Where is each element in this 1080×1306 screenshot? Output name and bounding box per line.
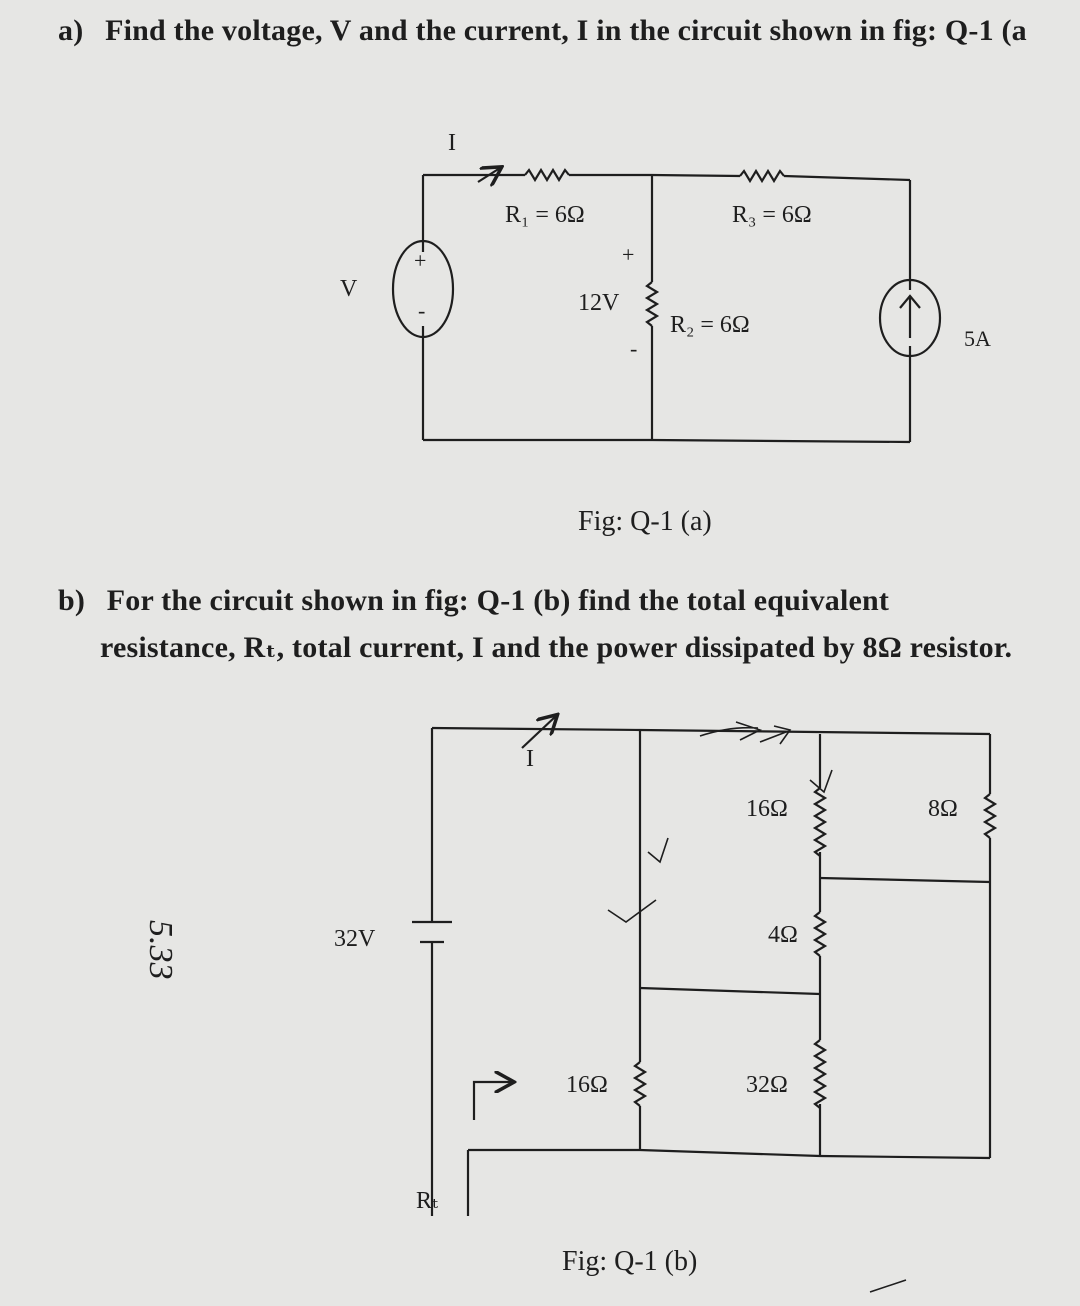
- current-source-label: 5A: [964, 326, 991, 351]
- circuit-a-top-wire-mid: [569, 173, 741, 178]
- circuit-b-bottom-wire: [468, 1148, 991, 1160]
- circuit-b: [412, 716, 998, 1293]
- r1-label: R₁ = 6Ω: [505, 202, 585, 228]
- r3-resistor: [739, 168, 785, 184]
- current-source-5a: [878, 278, 942, 358]
- r16a-resistor: [632, 1061, 648, 1107]
- r32-resistor: [812, 1039, 828, 1109]
- caption-b: Fig: Q-1 (b): [562, 1246, 698, 1277]
- r16b-label: 16Ω: [746, 796, 788, 822]
- r8-label: 8Ω: [928, 796, 958, 822]
- circuit-a-labels: I V + - R₁ = 6Ω R₃ = 6Ω + 12V - R₂ = 6Ω …: [340, 130, 991, 361]
- r1-resistor: [524, 167, 570, 183]
- rt-arrow: [472, 1082, 512, 1120]
- circuit-b-cross-wire: [819, 876, 991, 884]
- r2-label: R₂ = 6Ω: [670, 312, 750, 338]
- rt-label: Rₜ: [416, 1188, 438, 1214]
- handwritten-arrow-1: [699, 721, 763, 741]
- source-minus: -: [418, 298, 425, 323]
- handwritten-arrow-2: [759, 725, 792, 745]
- question-b-label: b): [58, 584, 86, 617]
- circuit-b-inner-wire: [639, 986, 821, 996]
- voltage-source-v: [391, 239, 455, 339]
- battery-label: 32V: [334, 926, 376, 952]
- caption-a: Fig: Q-1 (a): [578, 506, 712, 537]
- r16b-resistor: [812, 787, 828, 857]
- source-voltage-label: V: [340, 276, 358, 302]
- v12-label: 12V: [578, 290, 620, 316]
- handwritten-check-1: [809, 769, 833, 794]
- up-arrow-icon: [899, 294, 921, 338]
- circuit-b-labels: 32V I 16Ω 8Ω 4Ω 16Ω 32Ω Rₜ: [334, 746, 958, 1214]
- circuit-a-top-wire-right: [783, 174, 911, 182]
- source-plus: +: [414, 248, 426, 273]
- question-a-text: Find the voltage, V and the current, I i…: [105, 14, 1027, 47]
- handwritten-stroke: [869, 1279, 907, 1293]
- current-arrow-a: [477, 168, 500, 182]
- v12-plus: +: [622, 242, 634, 267]
- handwritten-note: 5.33: [142, 920, 179, 980]
- r2-resistor: [644, 281, 660, 327]
- question-a-label: a): [58, 14, 84, 47]
- handwritten-check-3: [607, 899, 657, 923]
- circuit-a-bottom-wire: [423, 438, 911, 444]
- question-a: a) Find the voltage, V and the current, …: [58, 14, 1027, 48]
- question-b-line1: b) For the circuit shown in fig: Q-1 (b)…: [58, 584, 889, 618]
- handwritten-check-2: [647, 837, 669, 864]
- current-arrow-b: [521, 716, 556, 749]
- r4-label: 4Ω: [768, 922, 798, 948]
- circuit-a: [391, 167, 942, 444]
- question-b-line2: resistance, Rₜ, total current, I and the…: [100, 631, 1013, 664]
- r16a-label: 16Ω: [566, 1072, 608, 1098]
- r32-label: 32Ω: [746, 1072, 788, 1098]
- r4-resistor: [812, 911, 828, 957]
- current-label-a: I: [448, 130, 456, 156]
- v12-minus: -: [630, 336, 637, 361]
- r8-resistor: [982, 793, 998, 839]
- current-label-b: I: [526, 746, 534, 772]
- r3-label: R₃ = 6Ω: [732, 202, 812, 228]
- question-b-text-line1: For the circuit shown in fig: Q-1 (b) fi…: [106, 584, 890, 617]
